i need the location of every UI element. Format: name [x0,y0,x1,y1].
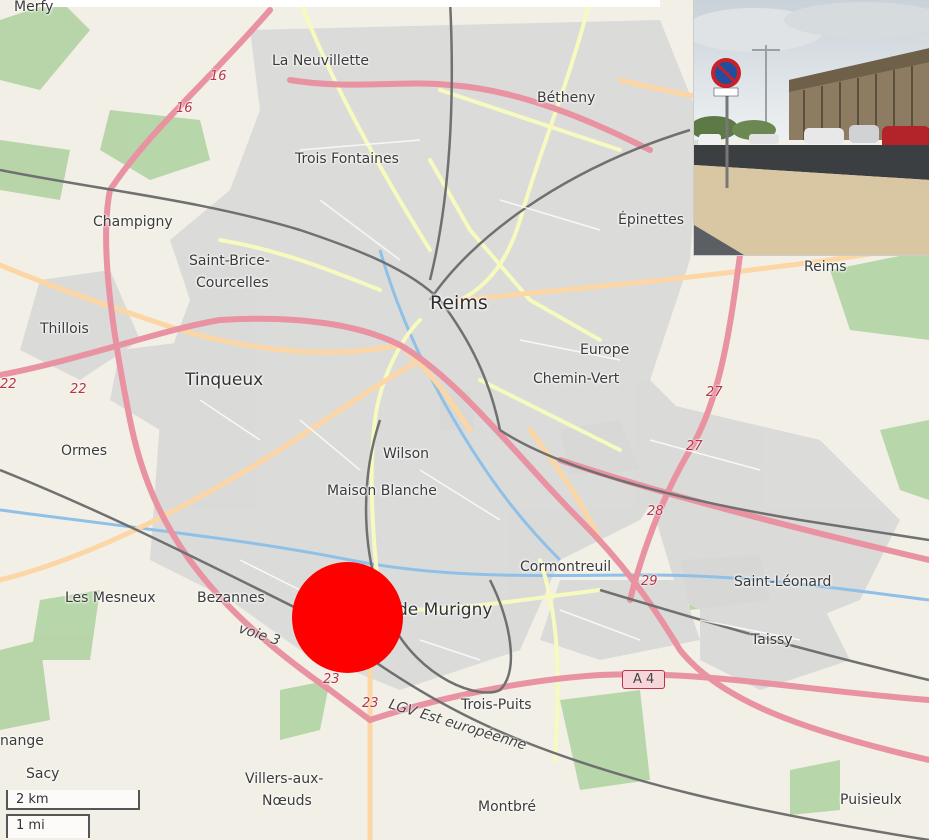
scale-mi: 1 mi [6,814,90,838]
place-champigny: Champigny [93,214,173,230]
road-number-23: 23 [362,696,379,711]
road-number-27: 27 [686,439,703,454]
road-number-23: 23 [323,672,340,687]
place-les-mesneux: Les Mesneux [65,590,156,606]
place-murigny: de Murigny [397,600,493,620]
place-epinettes: Épinettes [618,212,684,228]
road-number-28: 28 [647,504,664,519]
place-nange: nange [0,733,44,749]
place-saint-brice: Saint-Brice- [189,253,270,269]
place-montbre: Montbré [478,799,536,815]
place-villers-aux: Villers-aux- [245,771,324,787]
road-number-22: 22 [70,382,87,397]
waterways [0,249,929,602]
place-la-neuvillette: La Neuvillette [272,53,369,69]
place-europe: Europe [580,342,630,358]
place-noeuds: Nœuds [262,793,312,809]
place-trois-puits: Trois-Puits [461,697,532,713]
location-marker[interactable] [292,562,403,673]
road-number-16: 16 [210,69,227,84]
road-number-22: 22 [0,377,17,392]
place-sacy: Sacy [26,766,60,782]
place-trois-fontaines: Trois Fontaines [295,151,399,167]
road-number-16: 16 [176,101,193,116]
station-photo [693,0,929,256]
scale-bar: 2 km 1 mi [0,786,150,840]
place-wilson: Wilson [383,446,430,462]
place-cormontreuil: Cormontreuil [520,559,612,575]
place-bezannes: Bezannes [197,590,265,606]
place-ormes: Ormes [61,443,108,459]
primary-roads [0,77,929,840]
place-tinqueux: Tinqueux [185,370,264,390]
place-betheny: Bétheny [537,90,596,106]
place-chemin-vert: Chemin-Vert [533,371,620,387]
place-puisieulx: Puisieulx [840,792,902,808]
place-courcelles: Courcelles [196,275,269,291]
scale-km: 2 km [6,790,140,810]
place-thillois: Thillois [40,321,89,337]
place-reims-center: Reims [430,292,488,314]
place-reims-east: Reims [804,259,847,275]
place-saint-leonard: Saint-Léonard [734,574,832,590]
motorway-label-a4: A 4 [622,670,666,689]
scale-km-label: 2 km [16,792,49,807]
local-streets [199,139,801,661]
place-taissy: Taissy [751,632,793,648]
station-photo-image [694,0,929,255]
road-number-27: 27 [706,385,723,400]
place-merfy: Merfy [14,0,54,15]
place-maison-blanche: Maison Blanche [327,483,437,499]
top-white-strip [40,0,660,7]
road-number-29: 29 [641,574,658,589]
scale-mi-label: 1 mi [16,818,45,833]
